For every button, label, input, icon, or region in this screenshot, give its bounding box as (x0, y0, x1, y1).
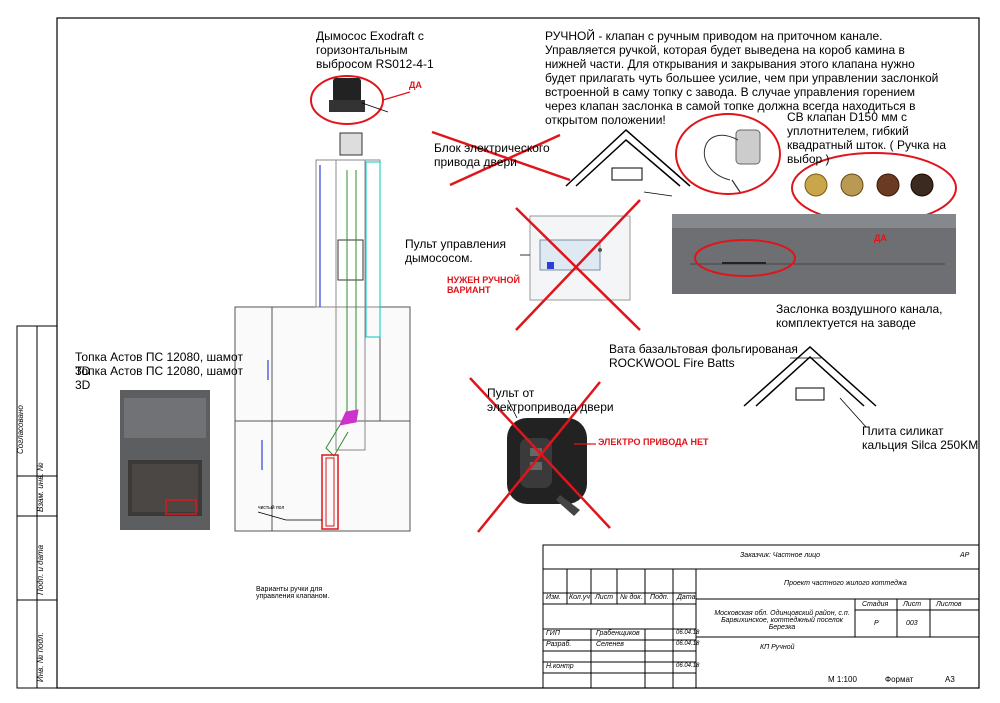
tb-row-1-date: 06.04.18 (676, 641, 700, 647)
wool-label: Вата базальтовая фольгированая ROCKWOOL … (609, 342, 798, 370)
manual-note: РУЧНОЙ - клапан с ручным приводом на при… (545, 29, 939, 127)
tb-sheets-header: Листов (936, 601, 962, 608)
floor-note: чистый пол (258, 505, 285, 511)
tb-row-0-name: Грабенщиков (596, 630, 640, 637)
tb-row-1-name: Селенев (596, 641, 624, 648)
tb-sheet-name: КП Ручной (760, 644, 795, 651)
leader-line-floor (257, 511, 287, 521)
tb-col-1: Кол.уч (569, 594, 590, 601)
tb-sheet: 003 (906, 620, 918, 627)
smoke-exhauster-image (310, 75, 411, 125)
air-damper-label: Заслонка воздушного канала, комплектуетс… (776, 302, 943, 330)
yes-label-2: ДА (874, 233, 887, 243)
side-stamp-grid (16, 325, 58, 689)
pipe-elbow (325, 424, 349, 457)
tb-col-0: Изм. (546, 594, 561, 601)
chimney-cap (339, 132, 363, 156)
cb-valve-image (675, 113, 781, 195)
tb-customer: Заказчик: Частное лицо (740, 552, 821, 559)
side-inv-instead: Взам. инв. № (36, 462, 45, 512)
tb-address: Московская обл. Одинцовский район, с.п. … (714, 610, 850, 631)
tb-row-0-role: ГИП (546, 630, 560, 637)
tb-sheet-header: Лист (903, 601, 922, 608)
roof-sketch-2 (743, 345, 877, 407)
control-panel-image (529, 215, 631, 301)
tb-row-0-date: 06.04.18 (676, 630, 700, 636)
tb-format-label: Формат (885, 675, 914, 684)
tb-col-3: № док. (620, 594, 643, 601)
magenta-fitting (339, 409, 359, 426)
roof-sketch-1 (565, 128, 691, 187)
firebox-image (120, 390, 210, 530)
tb-scale: М 1:100 (828, 675, 857, 684)
need-manual-label: НУЖЕН РУЧНОЙ ВАРИАНТ (447, 275, 521, 295)
tb-stage-header: Стадия (862, 601, 889, 608)
firebox-label-2: Топка Астов ПС 12080, шамот 3D (75, 364, 243, 392)
cb-valve-label: СВ клапан D150 мм с уплотнителем, гибкий… (787, 110, 947, 166)
side-sign-date: Подп. и дата (36, 544, 45, 595)
firebox-outline (321, 454, 339, 530)
door-remote-label: Пульт от электропривода двери (487, 386, 614, 414)
tb-format: А3 (945, 675, 955, 684)
title-block-grid (542, 544, 980, 689)
handle-variants-note: Варианты ручки для управления клапаном. (256, 586, 330, 600)
air-damper-image (672, 214, 956, 294)
remote-image (507, 418, 587, 516)
red-x-remote (469, 377, 611, 533)
tb-ar: АР (960, 552, 970, 559)
no-electric-label: ЭЛЕКТРО ПРИВОДА НЕТ (598, 437, 709, 447)
side-inv-orig: Инв. № подл. (36, 632, 45, 682)
tb-row-1-role: Разраб. (546, 641, 572, 648)
silca-label: Плита силикат кальция Silca 250KM (862, 424, 979, 452)
chimney-pipe (346, 170, 357, 415)
red-x-door-block (431, 130, 571, 187)
tb-col-5: Дата (677, 594, 696, 601)
firebox-label-1: Топка Астов ПС 12080, шамот 3D (75, 350, 243, 378)
tb-stage: Р (874, 620, 879, 627)
cyan-channel (365, 161, 381, 338)
firebox-inner (325, 457, 335, 527)
building-section (234, 159, 411, 532)
red-x-panel (515, 199, 641, 331)
tb-row-3-date: 06.04.18 (676, 663, 700, 669)
control-panel-label: Пульт управления дымососом. (405, 237, 506, 265)
yes-label-1: ДА (409, 80, 422, 90)
tb-col-4: Подп. (650, 594, 669, 601)
tb-project: Проект частного жилого коттеджа (784, 580, 907, 587)
door-block-label: Блок электрического привода двери (434, 141, 550, 169)
side-agreed: Согласовано (16, 405, 25, 454)
tb-col-2: Лист (595, 594, 614, 601)
smoke-exhauster-label: Дымосос Exodraft с горизонтальным выброс… (316, 29, 434, 71)
tb-row-3-role: Н.контр (546, 663, 574, 670)
